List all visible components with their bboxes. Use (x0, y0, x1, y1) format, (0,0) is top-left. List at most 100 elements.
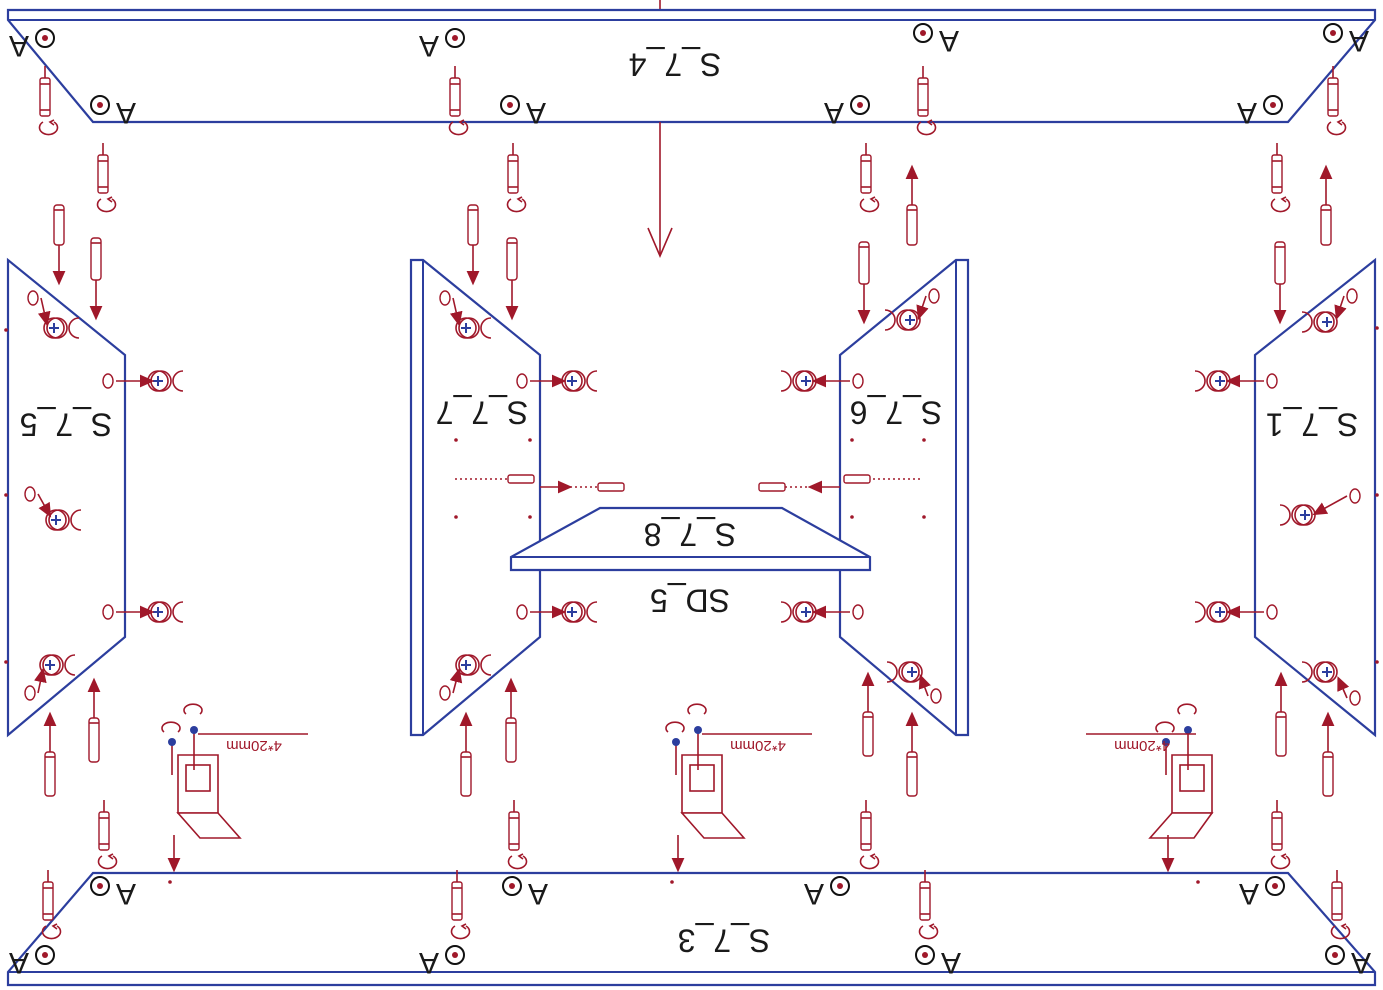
cam-lock (39, 654, 76, 676)
panel-label-bottom-shelf: S_7_3 (678, 923, 771, 959)
hardware-marker-a-label: A (116, 96, 136, 129)
cam-lock (561, 370, 598, 392)
wooden-dowel (905, 711, 919, 797)
hardware-marker-a: A (1239, 876, 1285, 910)
cam-hole (1312, 488, 1361, 516)
cam-hole (439, 667, 463, 701)
wooden-dowel (466, 204, 480, 286)
hardware-marker-a-label: A (1351, 946, 1371, 979)
cam-hole (1337, 676, 1361, 706)
cam-hole (811, 373, 864, 389)
hardware-marker-a-label: A (941, 946, 961, 979)
hardware-marker-a: A (804, 876, 850, 910)
wooden-dowel (504, 677, 518, 763)
wooden-dowel (87, 677, 101, 763)
assembly-direction-arrow (647, 122, 673, 259)
cam-lock (886, 661, 923, 683)
edge-pin-dot (4, 493, 8, 497)
hardware-marker-a-label: A (528, 877, 548, 910)
hardware-marker-a: A (500, 95, 546, 129)
wooden-dowel (505, 237, 519, 321)
wooden-dowel (1274, 671, 1288, 757)
cam-hole (24, 667, 47, 701)
edge-pin-dot (922, 438, 926, 442)
cam-bolt (448, 66, 469, 136)
cam-bolt (96, 143, 117, 213)
cam-hole (439, 290, 463, 327)
cam-lock (455, 654, 492, 676)
hardware-marker-a-label: A (824, 96, 844, 129)
cam-hole (1334, 288, 1358, 321)
edge-pin-dot (670, 880, 674, 884)
hardware-marker-a-label: A (1239, 877, 1259, 910)
cam-lock (780, 601, 817, 623)
cam-bolt (506, 143, 527, 213)
panel-label-inner-right: S_7_6 (850, 395, 943, 431)
panel-label-drawer: SD_5 (650, 583, 730, 619)
edge-pin-dot (528, 515, 532, 519)
edge-pin-dot (1196, 880, 1200, 884)
inner-right-panel: S_7_6 (838, 258, 970, 737)
wooden-dowel (52, 204, 66, 286)
cam-bolt (507, 800, 528, 870)
cam-bolt (859, 800, 880, 870)
wooden-dowel (1273, 241, 1287, 325)
shelf-pin (455, 474, 535, 484)
panel-label-left-side: S_7_5 (20, 407, 113, 443)
panel-label-inner-left: S_7_7 (436, 395, 529, 431)
hardware-marker-a: A (824, 95, 870, 129)
hardware-marker-a-label: A (419, 946, 439, 979)
shelf-pin (843, 474, 920, 484)
cam-lock (147, 601, 184, 623)
cam-bolt (38, 66, 59, 136)
cam-bolt (450, 870, 471, 940)
left-side-panel: S_7_5 (6, 257, 127, 738)
hardware-marker-a-label: A (804, 877, 824, 910)
hardware-marker-a-label: A (9, 29, 29, 62)
screw-spec-label: 4*20mm (730, 737, 786, 754)
hardware-marker-a-label: A (1349, 24, 1369, 57)
cam-hole (24, 486, 52, 518)
wooden-dowel (1319, 164, 1333, 246)
cam-bolt (918, 870, 939, 940)
cam-hole (102, 604, 155, 620)
edge-pin-dot (454, 438, 458, 442)
cam-lock (45, 509, 82, 531)
cam-hole (1225, 604, 1278, 620)
cam-bolt (916, 66, 937, 136)
edge-pin-dot (4, 328, 8, 332)
cam-lock (1194, 370, 1231, 392)
cam-lock (1194, 601, 1231, 623)
inner-left-panel: S_7_7 (409, 258, 542, 737)
edge-pin-dot (4, 660, 8, 664)
hardware-marker-a: A (913, 23, 959, 57)
cam-bolt (1270, 800, 1291, 870)
cam-lock (147, 370, 184, 392)
hardware-marker-a: A (502, 876, 548, 910)
cam-bolt (1270, 143, 1291, 213)
edge-pin-dot (528, 438, 532, 442)
screw-spec-label: 4*20mm (226, 737, 282, 754)
hardware-marker-a-label: A (526, 96, 546, 129)
hardware-marker-a-label: A (1237, 96, 1257, 129)
cam-hole (516, 604, 567, 620)
hardware-marker-a: A (90, 95, 136, 129)
middle-shelf-panel: S_7_8 (509, 506, 872, 572)
l-bracket: 4*20mm (161, 703, 308, 873)
panel-label-right-side: S_7_1 (1266, 407, 1359, 443)
hardware-marker-a: A (1237, 95, 1283, 129)
wooden-dowel (459, 711, 473, 797)
panel-label-top-shelf: S_7_4 (629, 47, 722, 83)
hardware-marker-a: A (1325, 945, 1371, 979)
wooden-dowel (1321, 711, 1335, 797)
wooden-dowel (861, 671, 875, 757)
shelf-pin (565, 482, 625, 492)
cam-lock (455, 317, 492, 339)
hardware-marker-a: A (915, 945, 961, 979)
wooden-dowel (905, 164, 919, 246)
cam-hole (916, 288, 940, 321)
cam-bolt (97, 800, 118, 870)
screw-spec-label: 4*20mm (1114, 737, 1170, 754)
